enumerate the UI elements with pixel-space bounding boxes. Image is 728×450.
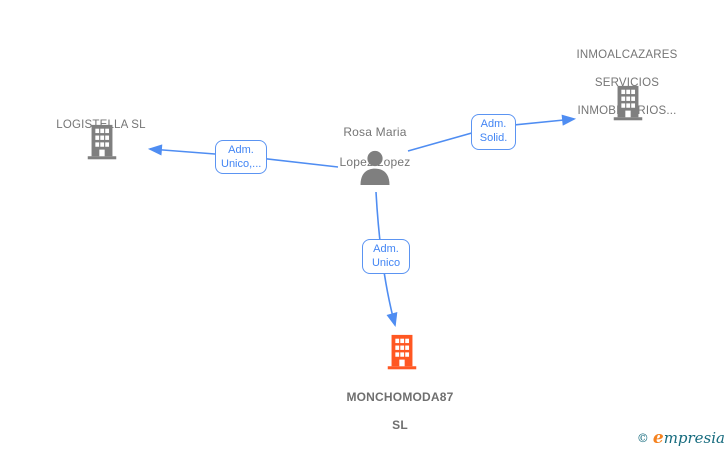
person-icon[interactable] bbox=[355, 148, 395, 188]
empresia-logo: ©empresia bbox=[637, 428, 725, 448]
building-icon-target[interactable] bbox=[383, 333, 421, 371]
edge-label-adm-solid[interactable]: Adm. Solid. bbox=[471, 114, 516, 150]
brand-letter-e: e bbox=[652, 428, 664, 448]
person-node-label[interactable]: Rosa Maria Lopez Lopez bbox=[339, 125, 411, 169]
brand-text: mpresia bbox=[663, 429, 725, 447]
bottom-company-label[interactable]: MONCHOMODA87 SL bbox=[346, 390, 454, 432]
copyright-symbol: © bbox=[636, 431, 649, 445]
edge-label-adm-unico-left[interactable]: Adm. Unico,... bbox=[215, 140, 267, 174]
building-icon[interactable] bbox=[83, 123, 121, 161]
edge-label-adm-unico-bottom[interactable]: Adm. Unico bbox=[362, 239, 410, 274]
building-icon[interactable] bbox=[609, 84, 647, 122]
